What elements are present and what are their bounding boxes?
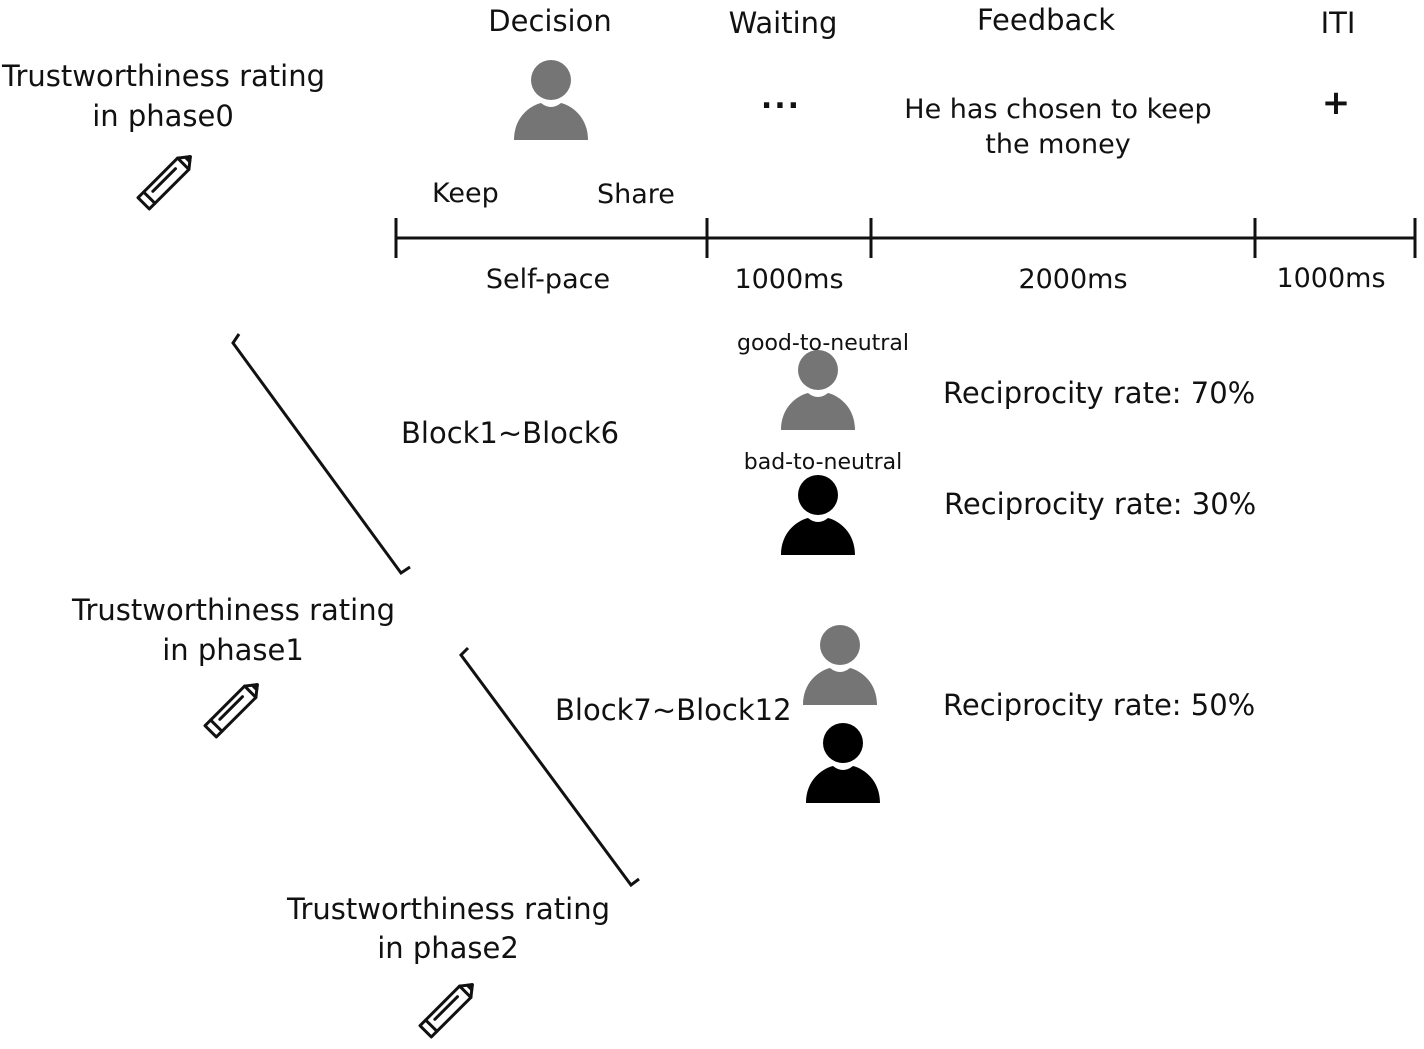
rating-phase2-line2: in phase2 xyxy=(377,931,519,965)
waiting-ellipsis: ... xyxy=(760,81,802,116)
person-icon-good-to-neutral xyxy=(781,350,855,430)
decision-share-label: Share xyxy=(597,179,675,210)
phase-label-feedback: Feedback xyxy=(976,3,1116,37)
partner-label-bad-to-neutral: bad-to-neutral xyxy=(743,450,903,475)
reciprocity-rate-70: Reciprocity rate: 70% xyxy=(943,376,1256,410)
pencil-icon-phase2 xyxy=(418,977,480,1039)
person-icon-decision xyxy=(514,60,588,140)
rating-phase0-line1: Trustworthiness rating xyxy=(2,59,325,93)
bracket-phase2 xyxy=(459,646,640,888)
duration-decision: Self-pace xyxy=(485,264,611,295)
rating-phase1-line2: in phase1 xyxy=(162,633,304,667)
rating-phase2-line1: Trustworthiness rating xyxy=(287,892,610,926)
pencil-icon-phase1 xyxy=(203,677,265,739)
reciprocity-rate-50: Reciprocity rate: 50% xyxy=(943,688,1256,722)
partner-label-good-to-neutral: good-to-neutral xyxy=(737,331,909,356)
duration-iti: 1000ms xyxy=(1276,263,1386,294)
pencil-icon-phase0 xyxy=(136,149,198,211)
rating-phase1-line1: Trustworthiness rating xyxy=(72,593,395,627)
person-icon-block7-grey xyxy=(803,625,877,705)
block-label-7-12: Block7~Block12 xyxy=(555,693,792,727)
decision-keep-label: Keep xyxy=(432,178,499,209)
bracket-phase1 xyxy=(231,333,411,576)
duration-feedback: 2000ms xyxy=(1018,264,1128,295)
reciprocity-rate-30: Reciprocity rate: 30% xyxy=(944,487,1257,521)
phase-label-iti: ITI xyxy=(1320,6,1356,40)
iti-fixation-cross: + xyxy=(1321,83,1351,123)
phase-label-waiting: Waiting xyxy=(728,6,838,40)
feedback-text-line1: He has chosen to keep xyxy=(904,94,1212,125)
person-icon-block7-black xyxy=(806,723,880,803)
rating-phase0-line2: in phase0 xyxy=(92,99,234,133)
feedback-text-line2: the money xyxy=(985,129,1131,160)
person-icon-bad-to-neutral xyxy=(781,475,855,555)
duration-waiting: 1000ms xyxy=(734,264,844,295)
timeline xyxy=(394,218,1417,258)
phase-label-decision: Decision xyxy=(488,4,612,38)
block-label-1-6: Block1~Block6 xyxy=(401,416,620,450)
